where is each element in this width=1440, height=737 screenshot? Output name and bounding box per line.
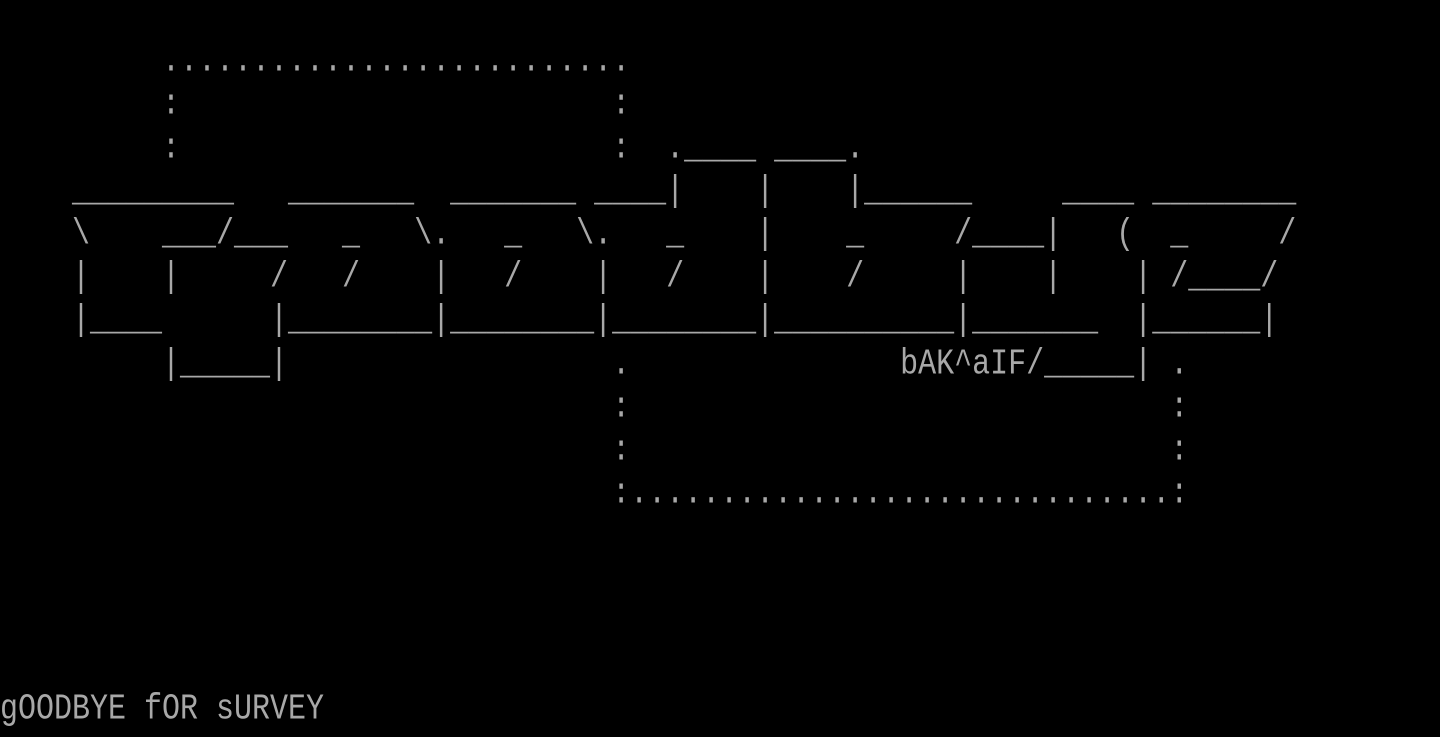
ascii-art-line: |_____| . bAK^aIF/_____| . <box>0 344 1189 386</box>
ascii-art-line: :..............................: <box>0 473 1189 515</box>
ascii-art-line: : : .____ ____. <box>0 128 865 170</box>
ascii-art-line: : : <box>0 387 1189 429</box>
ascii-art-line: : : <box>0 85 631 126</box>
ascii-art-line: .......................... <box>0 41 631 83</box>
ascii-art-line: |____ |________|________|________|______… <box>0 301 1279 342</box>
ascii-art-line: | | / / | / | / | / | | | /____/ <box>0 257 1279 299</box>
ascii-art-line: : : <box>0 430 1189 472</box>
footer-message: gOODBYE fOR sURVEY <box>0 689 325 731</box>
ascii-art-line: \ ___/___ _ \. _ \. _ | _ /____| ( _ / <box>0 214 1297 256</box>
ascii-art-line: _________ _______ _______ ____| | |_____… <box>0 171 1297 213</box>
